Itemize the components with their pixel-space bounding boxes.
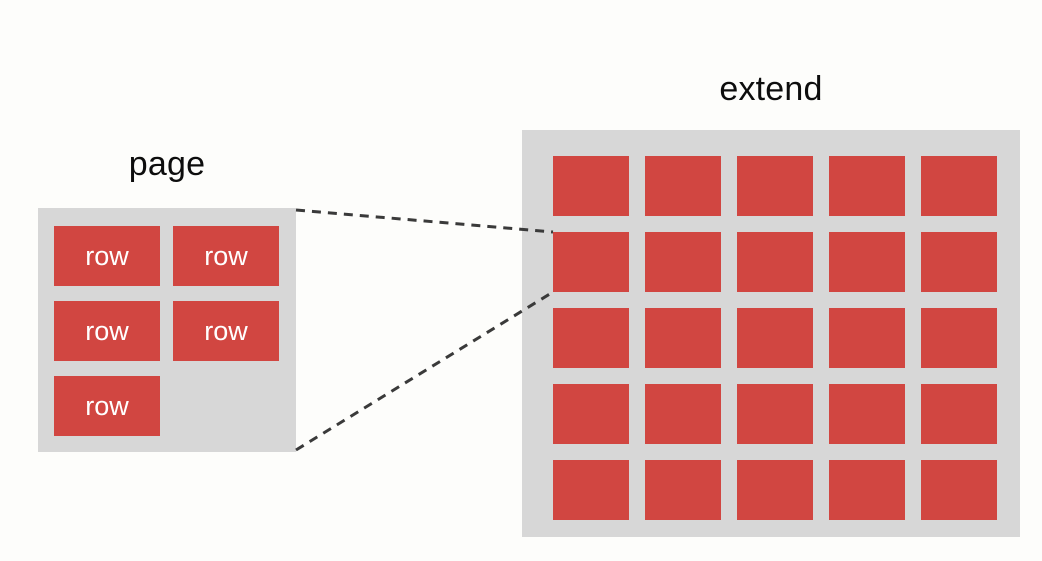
extend-grid-cell bbox=[829, 460, 905, 520]
extend-grid-cell bbox=[737, 460, 813, 520]
connector-line-bottom bbox=[295, 290, 554, 452]
extend-grid-cell bbox=[921, 232, 997, 292]
extend-grid-cell bbox=[645, 308, 721, 368]
extend-grid-cell bbox=[829, 308, 905, 368]
extend-grid-cell bbox=[553, 460, 629, 520]
page-row-cell: row bbox=[54, 226, 160, 286]
extend-grid-cell bbox=[645, 232, 721, 292]
extend-label: extend bbox=[719, 70, 823, 108]
extend-grid-cell bbox=[921, 156, 997, 216]
page-row-cell: row bbox=[173, 301, 279, 361]
extend-grid-cell bbox=[921, 460, 997, 520]
page-row-cell: row bbox=[173, 226, 279, 286]
extend-grid-cell bbox=[737, 384, 813, 444]
extend-grid-cell bbox=[553, 232, 629, 292]
extend-grid-cell bbox=[553, 156, 629, 216]
extend-grid-cell bbox=[645, 460, 721, 520]
extend-grid-cell bbox=[645, 384, 721, 444]
extend-grid-cell bbox=[737, 156, 813, 216]
extend-grid-cell bbox=[737, 308, 813, 368]
extend-grid-cell bbox=[829, 232, 905, 292]
extend-grid-cell bbox=[553, 384, 629, 444]
extend-grid-cell bbox=[829, 156, 905, 216]
page-label: page bbox=[128, 145, 206, 183]
extend-grid-cell bbox=[829, 384, 905, 444]
extend-grid-cell bbox=[737, 232, 813, 292]
page-row-cell: row bbox=[54, 376, 160, 436]
extend-grid-cell bbox=[553, 308, 629, 368]
extend-grid-cell bbox=[645, 156, 721, 216]
extend-grid-cell bbox=[921, 384, 997, 444]
page-row-cell: row bbox=[54, 301, 160, 361]
connector-line-top bbox=[295, 208, 554, 234]
extend-grid-cell bbox=[921, 308, 997, 368]
